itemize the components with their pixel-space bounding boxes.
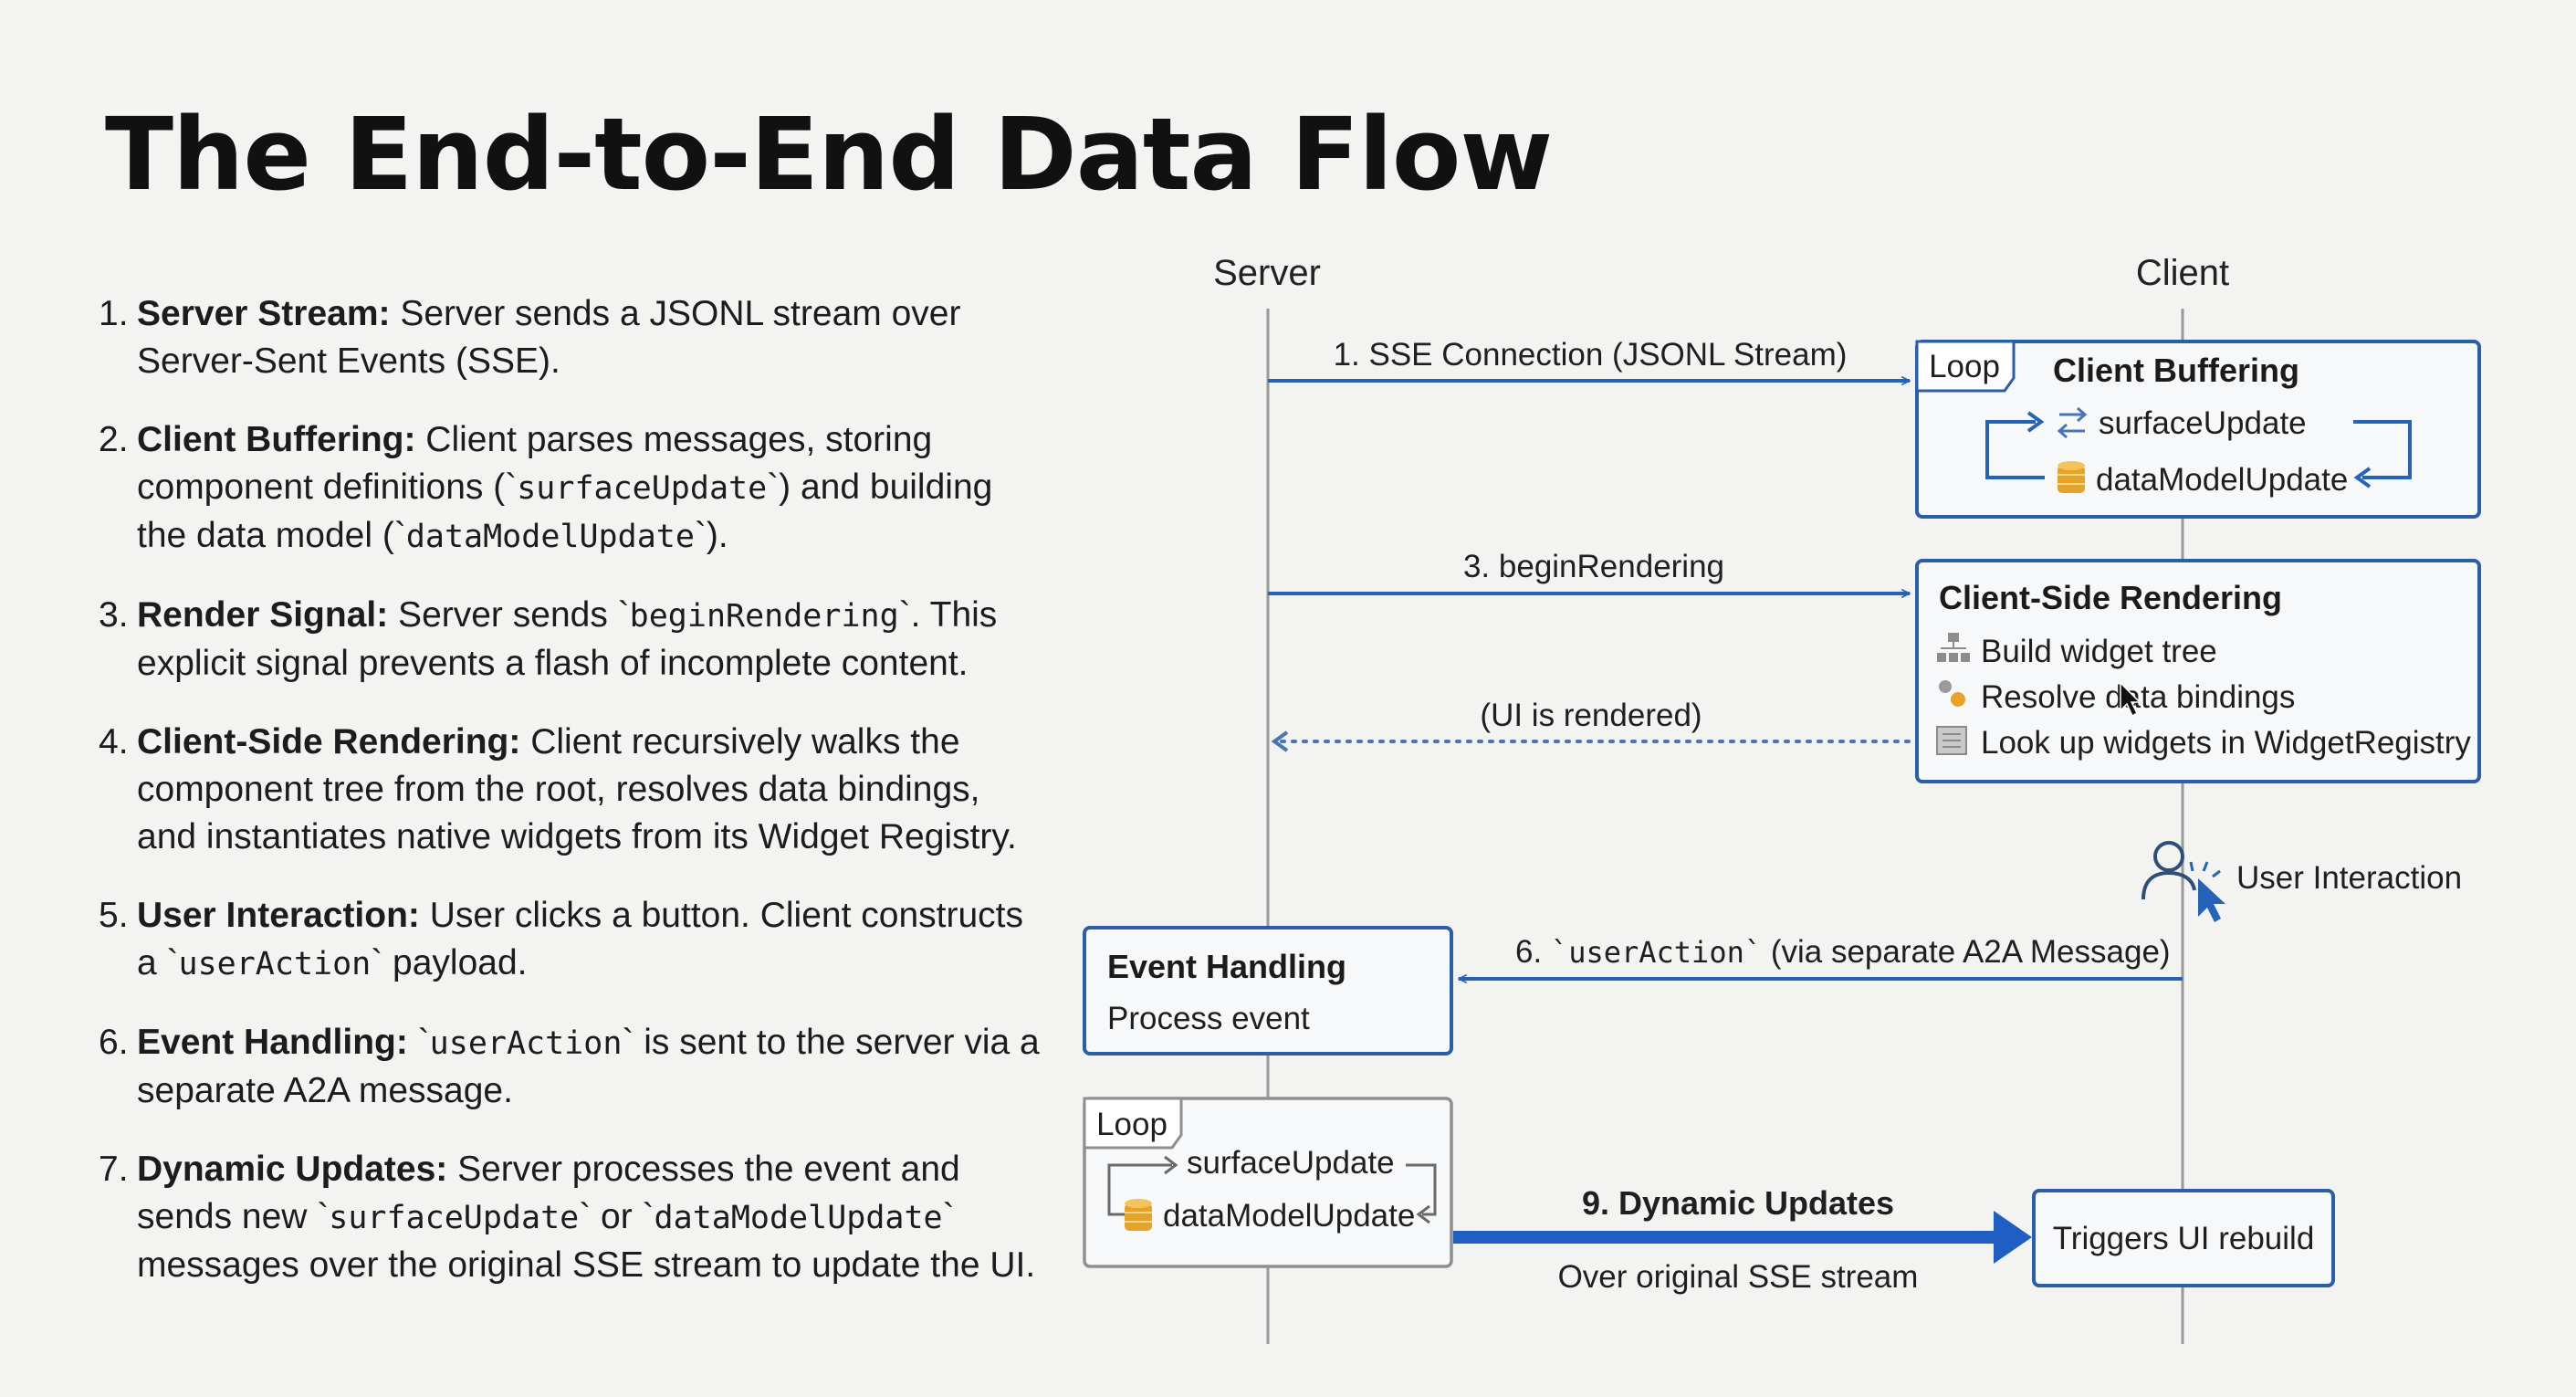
step-text: User clicks a button. Client constructs … — [137, 896, 1023, 982]
step-text: ` messages over the original SSE stream … — [137, 1197, 1036, 1285]
step-text: ` is sent to the server via a separate A… — [137, 1023, 1040, 1110]
loop-tag-label: Loop — [1929, 349, 2000, 384]
msg-dynamic-updates-label: 9. Dynamic Updates — [1582, 1184, 1894, 1222]
buffering-item-surface-update: surfaceUpdate — [2099, 405, 2307, 441]
step-text: Client parses messages, storing componen… — [137, 420, 933, 507]
msg-dynamic-updates-sublabel: Over original SSE stream — [1558, 1259, 1919, 1295]
swap-icon — [2057, 406, 2088, 439]
step-number: 7. — [99, 1150, 129, 1189]
event-handling-title: Event Handling — [1107, 948, 1346, 985]
step-heading: Dynamic Updates: — [137, 1150, 448, 1189]
step-heading: User Interaction: — [137, 896, 420, 935]
step-item: 6. Event Handling: `userAction` is sent … — [99, 1019, 1048, 1115]
step-heading: Event Handling: — [137, 1023, 408, 1062]
step-heading: Client-Side Rendering: — [137, 722, 521, 762]
step-number: 2. — [99, 420, 129, 459]
database-icon — [1125, 1199, 1152, 1231]
step-number: 5. — [99, 896, 129, 935]
event-handling-box: Event Handling Process event — [1083, 926, 1453, 1056]
code-text: surfaceUpdate — [517, 470, 768, 507]
rendering-item-widget-registry: Look up widgets in WidgetRegistry — [1981, 725, 2471, 761]
loop-arrow-left — [1107, 1163, 1172, 1216]
step-number: 3. — [99, 595, 129, 635]
code-text: dataModelUpdate — [405, 519, 695, 555]
code-text: dataModelUpdate — [654, 1200, 943, 1236]
ui-rebuild-box: Triggers UI rebuild — [2032, 1189, 2335, 1287]
server-loop-item-data-model-update: dataModelUpdate — [1163, 1198, 1415, 1234]
step-text: `) and building the data model (` — [137, 467, 993, 555]
step-text: `. This explicit signal prevents a flash… — [137, 595, 998, 683]
hierarchy-icon — [1937, 633, 1970, 662]
server-loop-box: Loop surfaceUpdate dataModelUpdate — [1083, 1097, 1453, 1268]
step-text: `). — [694, 516, 728, 555]
step-number: 6. — [99, 1023, 129, 1062]
buffering-item-data-model-update: dataModelUpdate — [2096, 462, 2348, 498]
registry-icon — [1936, 726, 1967, 755]
user-interaction-label: User Interaction — [2236, 860, 2462, 896]
step-item: 4. Client-Side Rendering: Client recursi… — [99, 719, 1048, 861]
step-item: 3. Render Signal: Server sends `beginRen… — [99, 592, 1048, 688]
step-item: 5. User Interaction: User clicks a butto… — [99, 892, 1048, 988]
server-loop-item-surface-update: surfaceUpdate — [1187, 1145, 1395, 1181]
ui-rebuild-label: Triggers UI rebuild — [2053, 1221, 2315, 1256]
code-text: surfaceUpdate — [329, 1200, 580, 1236]
step-number: 1. — [99, 294, 129, 333]
loop-arrow-right — [1406, 1163, 1437, 1216]
event-handling-text: Process event — [1107, 1001, 1310, 1036]
step-text: Server sends a JSONL stream over Server-… — [137, 294, 961, 381]
code-text: userAction — [429, 1025, 623, 1062]
step-text: ` — [407, 1023, 430, 1062]
msg-begin-rendering-label: 3. beginRendering — [1463, 549, 1724, 584]
step-item: 1. Server Stream: Server sends a JSONL s… — [99, 290, 1048, 385]
steps-list: 1. Server Stream: Server sends a JSONL s… — [99, 290, 1048, 1320]
cursor-icon — [2120, 681, 2141, 718]
rendering-item-build-tree: Build widget tree — [1981, 634, 2217, 669]
lane-client-label: Client — [2136, 253, 2229, 293]
lane-server-label: Server — [1213, 253, 1321, 293]
msg-user-action-label: 6. `userAction` (via separate A2A Messag… — [1515, 934, 2171, 970]
client-rendering-title: Client-Side Rendering — [1939, 579, 2282, 616]
user-interaction-icon — [2141, 841, 2225, 922]
step-heading: Server Stream: — [137, 294, 391, 333]
database-icon — [2058, 461, 2085, 493]
server-loop-tag-label: Loop — [1096, 1107, 1168, 1142]
page-title: The End-to-End Data Flow — [105, 96, 1553, 213]
loop-arrow-right — [2353, 420, 2412, 479]
loop-tag — [1083, 1097, 1183, 1150]
loop-tag — [1915, 340, 2016, 393]
loop-arrow-left — [1985, 420, 2045, 479]
code-text: userAction — [178, 946, 372, 982]
client-rendering-box: Client-Side Rendering Build widget tree … — [1915, 559, 2481, 783]
step-heading: Client Buffering: — [137, 420, 416, 459]
msg-sse-connection-label: 1. SSE Connection (JSONL Stream) — [1334, 337, 1848, 373]
msg-ui-rendered-label: (UI is rendered) — [1480, 698, 1702, 733]
step-text: Server sends ` — [388, 595, 630, 635]
link-icon — [1939, 680, 1965, 707]
step-heading: Render Signal: — [137, 595, 389, 635]
step-item: 2. Client Buffering: Client parses messa… — [99, 416, 1048, 561]
step-text: ` payload. — [371, 943, 528, 982]
code-text: beginRendering — [629, 598, 899, 635]
rendering-item-resolve-bindings: Resolve data bindings — [1981, 679, 2295, 715]
step-text: ` or ` — [579, 1197, 654, 1236]
step-number: 4. — [99, 722, 129, 762]
step-item: 7. Dynamic Updates: Server processes the… — [99, 1146, 1048, 1289]
client-buffering-box: Loop Client Buffering surfaceUpdate data… — [1915, 340, 2481, 519]
step-text: Client recursively walks the component t… — [137, 722, 1017, 856]
client-buffering-title: Client Buffering — [2053, 352, 2299, 389]
step-text: Server processes the event and sends new… — [137, 1150, 960, 1236]
